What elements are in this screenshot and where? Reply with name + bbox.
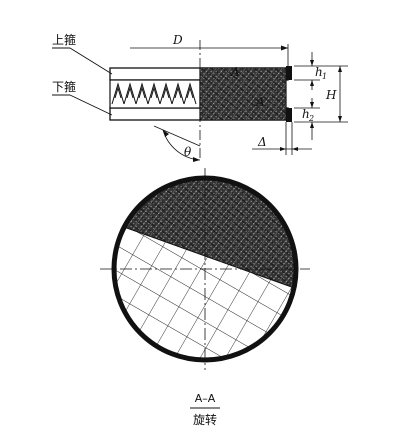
dim-h1-arrow-b [310,80,314,86]
dim-h1-sub: 1 [322,72,327,81]
dim-delta-arrow-b [292,147,298,151]
dim-h1-arrow-a [310,60,314,66]
section-plan-view [100,168,310,370]
lower-hoop-label: 下箍 [52,79,76,94]
chevron-pattern [111,82,197,105]
hoop-edge-top [286,66,292,80]
dim-h2-sub: 2 [308,114,314,123]
dim-h-label: H [325,88,337,102]
section-title: A–A 旋转 [190,392,220,427]
theta-arc [162,129,201,161]
dim-delta-label: Δ [257,135,267,149]
section-marker-upper: A [230,65,240,79]
dim-h2-arrow-b [310,122,314,128]
packing-layer [109,79,201,109]
dim-h1-label: h [315,65,323,79]
theta-arrow-b [193,157,200,162]
lower-hoop-leader [69,94,113,116]
theta-ray [153,125,201,147]
dim-h-arrow-a [338,66,342,72]
section-title-label: A–A [195,392,216,405]
hoop-edge-bottom [286,108,292,122]
dim-d-label: D [172,33,183,47]
upper-hoop-leader [69,47,113,75]
theta-label: θ [184,145,192,159]
dim-h-arrow-b [338,116,342,122]
dim-h2-arrow-a [310,102,314,108]
dim-h2-label: h [302,107,310,121]
side-section-view: A A D 上箍 下箍 h 1 [52,32,348,162]
dim-d-arrow [281,45,288,51]
section-note-label: 旋转 [193,412,217,427]
section-marker-lower: A [255,95,265,109]
theta-arrow-a [163,130,169,137]
sectioned-half-overlay [200,68,286,120]
upper-hoop-label: 上箍 [52,32,76,47]
dim-delta-arrow-a [280,147,286,151]
